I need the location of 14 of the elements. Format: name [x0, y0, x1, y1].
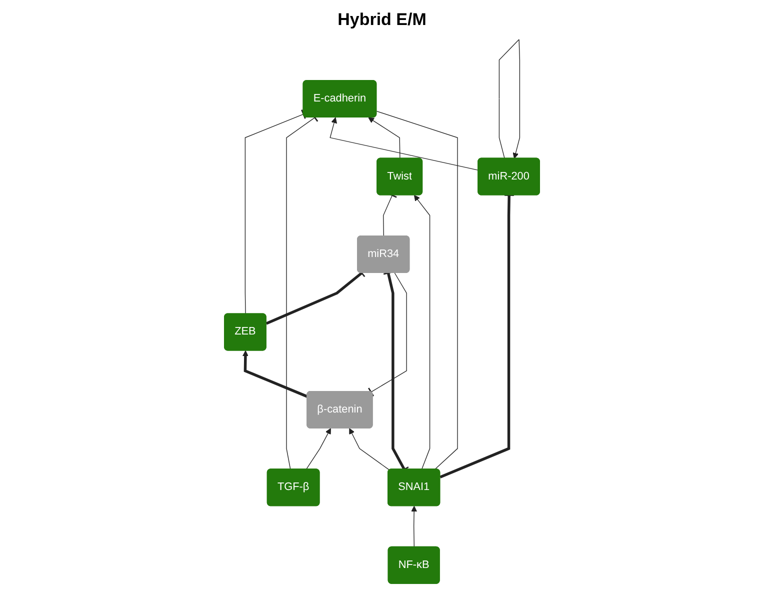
arrow: [498, 39, 520, 159]
connector: [383, 192, 398, 237]
arrow: [349, 428, 390, 470]
arrow: [306, 428, 331, 470]
arrow: [414, 195, 430, 470]
arrow: [242, 350, 308, 398]
arrow: [368, 117, 400, 159]
arrow: [411, 506, 418, 548]
connector: [368, 272, 407, 397]
connector: [440, 194, 515, 478]
connector: [244, 109, 306, 314]
connector: [376, 110, 458, 470]
diagram-title: Hybrid E/M: [336, 10, 428, 30]
arrow: [330, 117, 479, 170]
